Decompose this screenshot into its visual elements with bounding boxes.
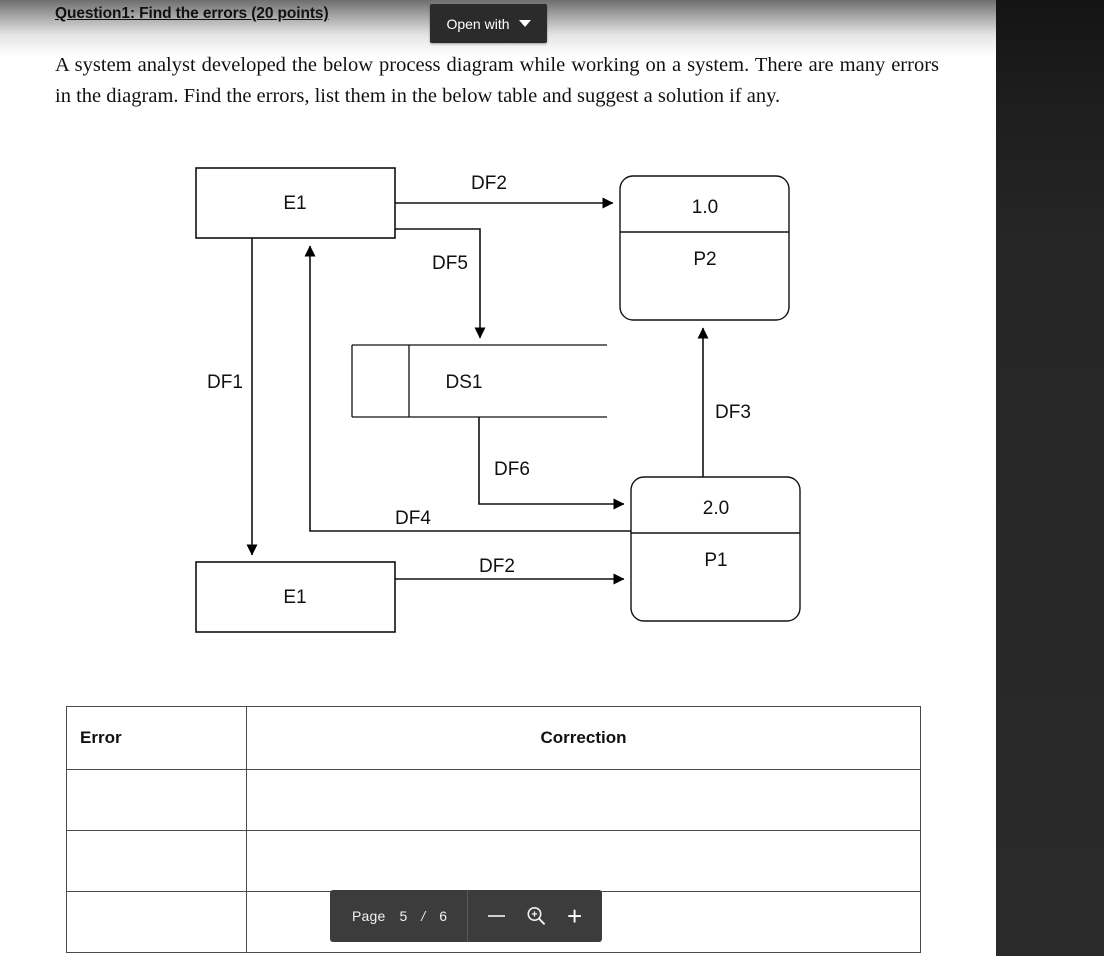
process-diagram: E1 E1 1.0 P2 2.0 P1 DS1 bbox=[195, 167, 801, 633]
datastore-ds1-label: DS1 bbox=[446, 372, 483, 393]
flow-df2-top: DF2 bbox=[395, 173, 614, 209]
flow-df6: DF6 bbox=[478, 417, 625, 510]
cell-error[interactable] bbox=[66, 830, 247, 892]
plus-icon: + bbox=[566, 901, 583, 931]
total-pages-number: 6 bbox=[439, 908, 447, 924]
flow-df6-label: DF6 bbox=[494, 459, 530, 480]
datastore-ds1: DS1 bbox=[351, 344, 607, 418]
table-row[interactable] bbox=[66, 769, 921, 831]
table-header-error: Error bbox=[66, 706, 247, 770]
magnifier-plus-icon bbox=[527, 907, 545, 925]
flow-df5-label: DF5 bbox=[432, 253, 468, 274]
entity-e1-bottom: E1 bbox=[195, 561, 396, 633]
question-title: Question1: Find the errors (20 points) bbox=[55, 5, 329, 22]
flow-df3: DF3 bbox=[697, 327, 751, 477]
zoom-in-button[interactable]: + bbox=[567, 903, 582, 929]
entity-e1-top: E1 bbox=[195, 167, 396, 239]
pdf-page-toolbar: Page 5 / 6 + bbox=[330, 890, 603, 942]
cell-correction[interactable] bbox=[246, 830, 921, 892]
zoom-out-button[interactable] bbox=[487, 915, 505, 917]
flow-df3-label: DF3 bbox=[715, 402, 751, 423]
zoom-reset-button[interactable] bbox=[525, 905, 547, 927]
current-page-number[interactable]: 5 bbox=[399, 908, 408, 924]
right-side-panel bbox=[996, 0, 1104, 956]
flow-df2-bottom-label: DF2 bbox=[479, 556, 515, 577]
flow-df5: DF5 bbox=[395, 228, 486, 339]
open-with-button[interactable]: Open with bbox=[430, 4, 547, 43]
page-label: Page bbox=[352, 908, 386, 924]
entity-e1-bottom-label: E1 bbox=[283, 587, 306, 608]
process-p2-number: 1.0 bbox=[692, 197, 718, 218]
cell-error[interactable] bbox=[66, 769, 247, 831]
minus-icon bbox=[487, 915, 505, 917]
table-row[interactable] bbox=[66, 830, 921, 892]
process-p1-name: P1 bbox=[704, 550, 727, 571]
page-indicator-group: Page 5 / 6 bbox=[330, 890, 468, 942]
question-body-text: A system analyst developed the below pro… bbox=[55, 54, 939, 107]
cell-correction[interactable] bbox=[246, 769, 921, 831]
page-separator: / bbox=[421, 908, 426, 924]
process-p1-number: 2.0 bbox=[703, 498, 729, 519]
entity-e1-top-label: E1 bbox=[283, 193, 306, 214]
flow-df2-bottom: DF2 bbox=[395, 556, 625, 585]
cell-error[interactable] bbox=[66, 891, 247, 953]
flow-df1-label: DF1 bbox=[207, 372, 243, 393]
flow-df2-top-label: DF2 bbox=[471, 173, 507, 194]
chevron-down-icon bbox=[518, 20, 531, 27]
process-p1: 2.0 P1 bbox=[630, 476, 801, 622]
process-p2: 1.0 P2 bbox=[619, 175, 790, 321]
document-page: Question1: Find the errors (20 points) A… bbox=[0, 0, 996, 953]
flow-df4-label: DF4 bbox=[395, 508, 431, 529]
flow-df4: DF4 bbox=[304, 245, 631, 532]
open-with-label: Open with bbox=[446, 15, 510, 32]
table-header-row: Error Correction bbox=[66, 706, 921, 770]
flow-df1: DF1 bbox=[207, 238, 258, 556]
zoom-controls-group: + bbox=[468, 890, 602, 942]
process-p2-name: P2 bbox=[693, 249, 716, 270]
table-header-correction: Correction bbox=[246, 706, 921, 770]
